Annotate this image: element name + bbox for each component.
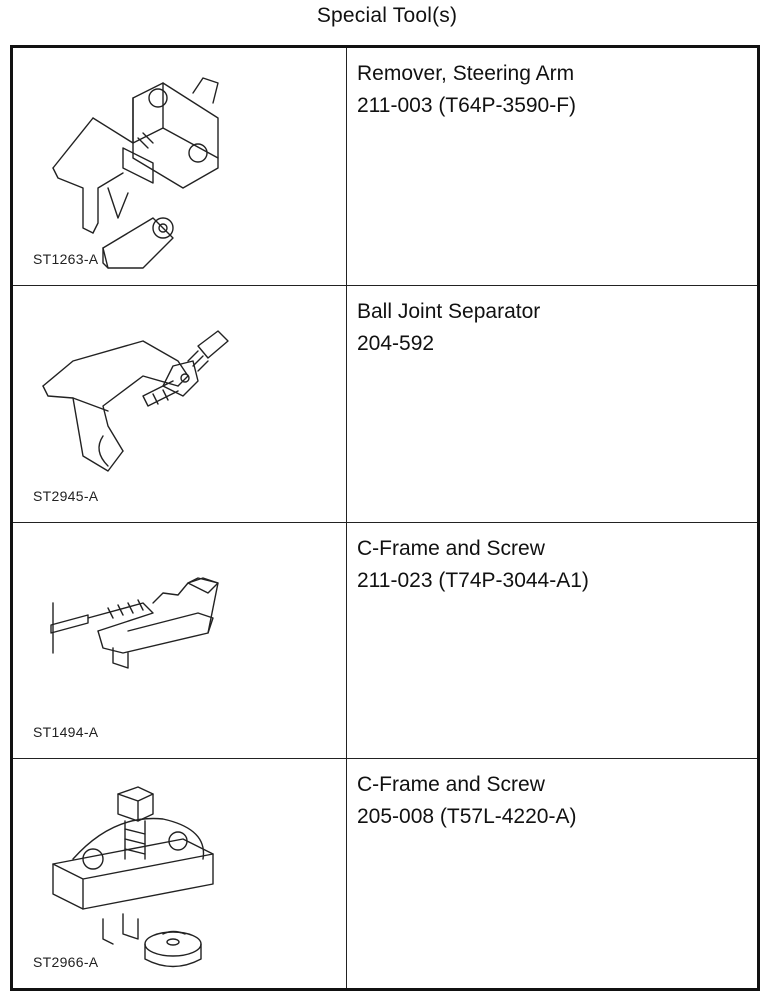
page-title: Special Tool(s) bbox=[316, 4, 458, 27]
tool-illustration-cell: ST1263-A bbox=[13, 48, 347, 285]
c-frame-screw-icon bbox=[52, 786, 214, 968]
tool-name: C-Frame and Screw bbox=[357, 773, 545, 796]
tool-number: 211-003 (T64P-3590-F) bbox=[357, 94, 577, 117]
tool-description-cell: Ball Joint Separator 204-592 bbox=[347, 286, 757, 522]
tool-illustration-cell: ST2966-A bbox=[13, 759, 347, 988]
special-tools-table: ST1263-A Remover, Steering Arm 211-003 (… bbox=[10, 45, 760, 991]
tool-description-cell: C-Frame and Screw 205-008 (T57L-4220-A) bbox=[347, 759, 757, 988]
tool-name: C-Frame and Screw bbox=[357, 537, 545, 560]
tool-illustration-cell: ST1494-A bbox=[13, 523, 347, 758]
tool-code: ST1263-A bbox=[33, 251, 99, 267]
tool-number: 204-592 bbox=[357, 332, 435, 355]
table-row: ST1494-A C-Frame and Screw 211-023 (T74P… bbox=[13, 522, 757, 758]
steering-arm-remover-icon bbox=[52, 77, 219, 269]
tool-number: 211-023 (T74P-3044-A1) bbox=[357, 569, 589, 592]
tool-number: 205-008 (T57L-4220-A) bbox=[357, 805, 577, 828]
tool-description-cell: C-Frame and Screw 211-023 (T74P-3044-A1) bbox=[347, 523, 757, 758]
tool-name: Ball Joint Separator bbox=[357, 300, 541, 323]
tool-code: ST1494-A bbox=[33, 724, 99, 740]
ball-joint-separator-icon bbox=[42, 330, 229, 472]
c-frame-screw-icon bbox=[50, 577, 219, 669]
table-row: ST1263-A Remover, Steering Arm 211-003 (… bbox=[13, 48, 757, 285]
tool-name: Remover, Steering Arm bbox=[357, 62, 575, 85]
tool-code: ST2966-A bbox=[33, 954, 99, 970]
tool-description-cell: Remover, Steering Arm 211-003 (T64P-3590… bbox=[347, 48, 757, 285]
tool-code: ST2945-A bbox=[33, 488, 99, 504]
table-row: ST2945-A Ball Joint Separator 204-592 bbox=[13, 285, 757, 522]
table-row: ST2966-A C-Frame and Screw 205-008 (T57L… bbox=[13, 758, 757, 988]
tool-illustration-cell: ST2945-A bbox=[13, 286, 347, 522]
